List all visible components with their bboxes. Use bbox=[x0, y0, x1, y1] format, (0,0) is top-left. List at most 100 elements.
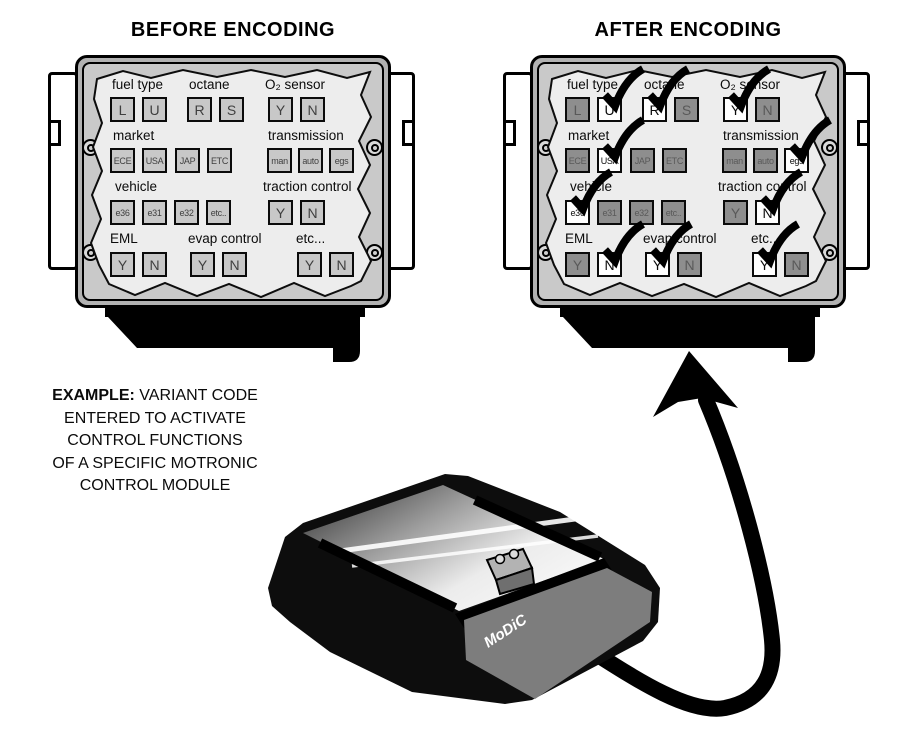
o2-sensor-label: O₂ sensor bbox=[265, 77, 326, 92]
after-evap-Y-button: Y bbox=[645, 252, 670, 277]
after-traction-N-button: N bbox=[755, 200, 780, 225]
after-trans-auto-button: auto bbox=[753, 148, 778, 173]
caption-line: CONTROL FUNCTIONS bbox=[67, 432, 243, 449]
before-vehicle-e31-button: e31 bbox=[142, 200, 167, 225]
before-evap-N-button: N bbox=[222, 252, 247, 277]
before-vehicle-e36-button: e36 bbox=[110, 200, 135, 225]
mounting-bracket-left bbox=[48, 72, 78, 270]
eml-label: EML bbox=[565, 231, 593, 246]
code-panel bbox=[89, 68, 373, 299]
octane-label: octane bbox=[189, 77, 230, 92]
module-after-encoding: fuel type L U octane R S O₂ sensor Y N m… bbox=[503, 55, 870, 362]
before-o2-N-button: N bbox=[300, 97, 325, 122]
before-trans-egs-button: egs bbox=[329, 148, 354, 173]
after-etc-N-button: N bbox=[784, 252, 809, 277]
device-front-panel bbox=[464, 568, 652, 699]
before-trans-man-button: man bbox=[267, 148, 292, 173]
before-market-ETC-button: ETC bbox=[207, 148, 232, 173]
bracket-notch bbox=[48, 120, 61, 146]
traction-control-label: traction control bbox=[718, 179, 807, 194]
before-traction-Y-button: Y bbox=[268, 200, 293, 225]
after-fuel-U-button: U bbox=[597, 97, 622, 122]
transmission-label: transmission bbox=[268, 128, 344, 143]
vehicle-label: vehicle bbox=[570, 179, 613, 194]
fuel-type-label: fuel type bbox=[567, 77, 619, 92]
after-octane-S-button: S bbox=[674, 97, 699, 122]
before-title: BEFORE ENCODING bbox=[130, 19, 336, 41]
after-market-JAP-button: JAP bbox=[630, 148, 655, 173]
arrow-shaft bbox=[582, 392, 781, 717]
before-evap-Y-button: Y bbox=[190, 252, 215, 277]
connector-plug bbox=[105, 306, 365, 362]
screw-icon bbox=[366, 139, 383, 156]
after-o2-Y-button: Y bbox=[723, 97, 748, 122]
connector-pin bbox=[494, 553, 506, 565]
bracket-notch bbox=[503, 120, 516, 146]
before-octane-S-button: S bbox=[219, 97, 244, 122]
caption-lead: EXAMPLE: bbox=[52, 387, 135, 404]
before-market-ECE-button: ECE bbox=[110, 148, 135, 173]
after-etc-Y-button: Y bbox=[752, 252, 777, 277]
o2-sensor-label: O₂ sensor bbox=[720, 77, 781, 92]
connector-plug bbox=[560, 306, 820, 362]
transmission-label: transmission bbox=[723, 128, 799, 143]
before-market-USA-button: USA bbox=[142, 148, 167, 173]
caption-line: OF A SPECIFIC MOTRONIC bbox=[52, 454, 258, 472]
caption-line: ENTERED TO ACTIVATE bbox=[64, 409, 246, 427]
octane-label: octane bbox=[644, 77, 685, 92]
arrow-head bbox=[653, 351, 738, 417]
example-caption: EXAMPLE: VARIANT CODE ENTERED TO ACTIVAT… bbox=[10, 385, 300, 498]
after-eml-N-button: N bbox=[597, 252, 622, 277]
etc-label: etc... bbox=[296, 231, 326, 246]
before-vehicle-etc-button: etc.. bbox=[206, 200, 231, 225]
device-rail bbox=[472, 495, 603, 562]
mounting-bracket-left bbox=[503, 72, 533, 270]
device-and-arrow-illustration: MoDiC bbox=[268, 351, 781, 717]
after-market-ECE-button: ECE bbox=[565, 148, 590, 173]
bracket-notch bbox=[857, 120, 870, 146]
market-label: market bbox=[568, 128, 610, 143]
connector-pin bbox=[508, 548, 520, 560]
caption-line: EXAMPLE: VARIANT CODE bbox=[52, 387, 258, 404]
before-market-JAP-button: JAP bbox=[175, 148, 200, 173]
after-title: AFTER ENCODING bbox=[594, 19, 782, 41]
evap-control-label: evap control bbox=[643, 231, 717, 246]
after-trans-man-button: man bbox=[722, 148, 747, 173]
before-fuel-U-button: U bbox=[142, 97, 167, 122]
after-o2-N-button: N bbox=[755, 97, 780, 122]
before-etc-Y-button: Y bbox=[297, 252, 322, 277]
device-rail bbox=[317, 538, 458, 613]
after-trans-egs-button: egs bbox=[784, 148, 809, 173]
after-eml-Y-button: Y bbox=[565, 252, 590, 277]
before-etc-N-button: N bbox=[329, 252, 354, 277]
module-before-encoding: fuel type L U octane R S O₂ sensor Y N m… bbox=[48, 55, 415, 362]
after-vehicle-etc-button: etc.. bbox=[661, 200, 686, 225]
device-connector-block bbox=[494, 566, 536, 596]
market-label: market bbox=[113, 128, 155, 143]
after-vehicle-e31-button: e31 bbox=[597, 200, 622, 225]
before-trans-auto-button: auto bbox=[298, 148, 323, 173]
before-eml-N-button: N bbox=[142, 252, 167, 277]
before-o2-Y-button: Y bbox=[268, 97, 293, 122]
eml-label: EML bbox=[110, 231, 138, 246]
after-octane-R-button: R bbox=[642, 97, 667, 122]
before-vehicle-e32-button: e32 bbox=[174, 200, 199, 225]
evap-control-label: evap control bbox=[188, 231, 262, 246]
caption-line: CONTROL MODULE bbox=[79, 477, 231, 494]
etc-label: etc... bbox=[751, 231, 781, 246]
after-traction-Y-button: Y bbox=[723, 200, 748, 225]
after-vehicle-e32-button: e32 bbox=[629, 200, 654, 225]
screw-icon bbox=[366, 244, 383, 261]
after-market-USA-button: USA bbox=[597, 148, 622, 173]
traction-control-label: traction control bbox=[263, 179, 352, 194]
vehicle-label: vehicle bbox=[115, 179, 158, 194]
before-octane-R-button: R bbox=[187, 97, 212, 122]
fuel-type-label: fuel type bbox=[112, 77, 164, 92]
after-evap-N-button: N bbox=[677, 252, 702, 277]
bracket-notch bbox=[402, 120, 415, 146]
before-eml-Y-button: Y bbox=[110, 252, 135, 277]
before-fuel-L-button: L bbox=[110, 97, 135, 122]
after-vehicle-e36-button: e36 bbox=[565, 200, 590, 225]
before-traction-N-button: N bbox=[300, 200, 325, 225]
